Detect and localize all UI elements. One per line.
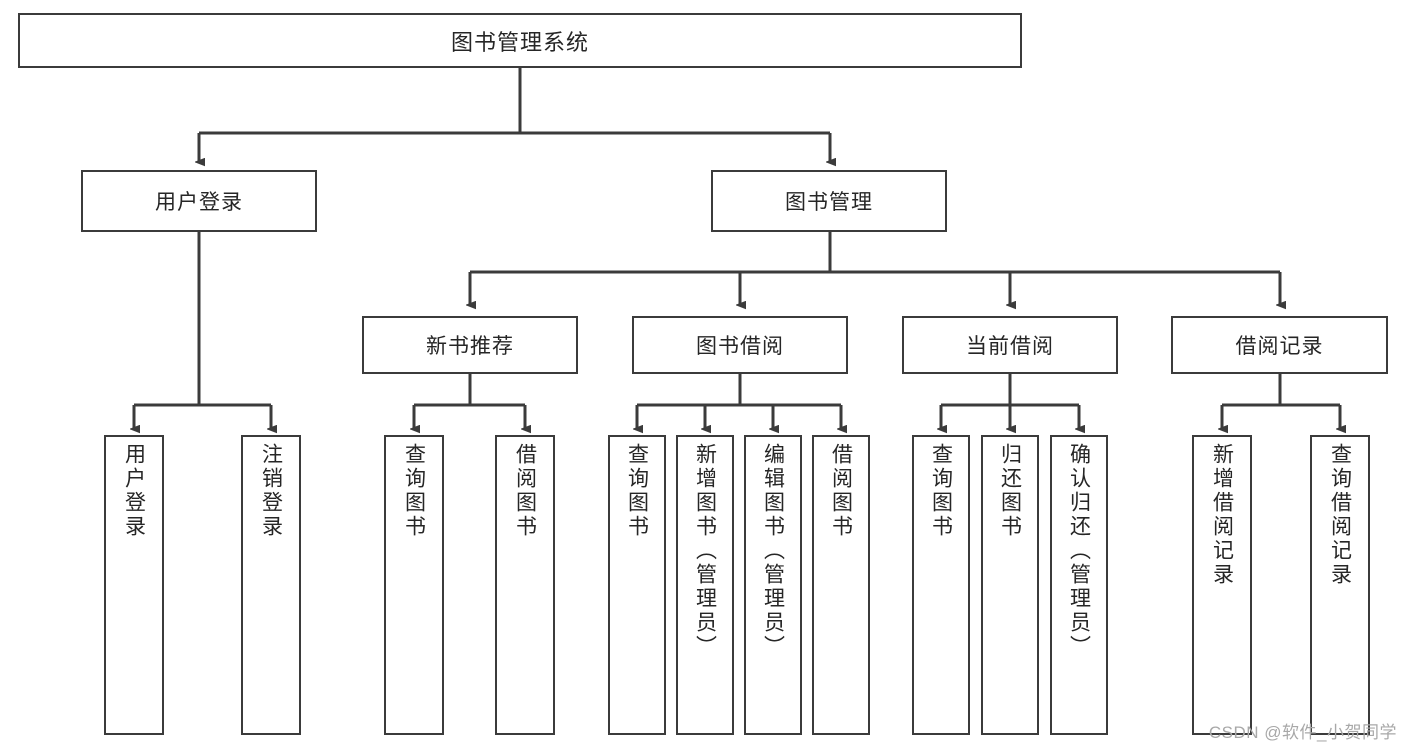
node-borrow-record[interactable]: 借阅记录 — [1171, 316, 1388, 374]
leaf-edit-book-admin-label: 编辑图书（管理员） — [761, 443, 785, 659]
node-current-borrow[interactable]: 当前借阅 — [902, 316, 1118, 374]
node-new-book-recommend-label: 新书推荐 — [426, 335, 514, 358]
leaf-borrow-book-borrow-label: 借阅图书 — [829, 443, 853, 539]
node-root-system[interactable]: 图书管理系统 — [18, 13, 1022, 68]
leaf-add-book-admin[interactable]: 新增图书（管理员） — [676, 435, 734, 735]
node-root-system-label: 图书管理系统 — [450, 29, 589, 55]
node-current-borrow-label: 当前借阅 — [966, 335, 1054, 358]
leaf-query-book-borrow-label: 查询图书 — [625, 443, 649, 539]
leaf-query-book-recommend-label: 查询图书 — [402, 443, 426, 539]
node-user-login[interactable]: 用户登录 — [81, 170, 317, 232]
leaf-user-login-label: 用户登录 — [122, 443, 146, 539]
leaf-borrow-book-recommend[interactable]: 借阅图书 — [495, 435, 555, 735]
leaf-query-book-borrow[interactable]: 查询图书 — [608, 435, 666, 735]
leaf-user-login[interactable]: 用户登录 — [104, 435, 164, 735]
node-borrow-record-label: 借阅记录 — [1235, 335, 1324, 358]
leaf-confirm-return-admin[interactable]: 确认归还（管理员） — [1050, 435, 1108, 735]
leaf-confirm-return-admin-label: 确认归还（管理员） — [1067, 443, 1091, 659]
leaf-return-book-label: 归还图书 — [998, 443, 1022, 539]
node-book-borrow[interactable]: 图书借阅 — [632, 316, 848, 374]
node-book-manage[interactable]: 图书管理 — [711, 170, 947, 232]
leaf-query-book-current-label: 查询图书 — [929, 443, 953, 539]
leaf-add-borrow-record[interactable]: 新增借阅记录 — [1192, 435, 1252, 735]
leaf-query-borrow-record-label: 查询借阅记录 — [1328, 443, 1352, 587]
leaf-logout[interactable]: 注销登录 — [241, 435, 301, 735]
node-user-login-label: 用户登录 — [155, 191, 243, 214]
leaf-query-book-recommend[interactable]: 查询图书 — [384, 435, 444, 735]
leaf-borrow-book-borrow[interactable]: 借阅图书 — [812, 435, 870, 735]
leaf-edit-book-admin[interactable]: 编辑图书（管理员） — [744, 435, 802, 735]
csdn-watermark: CSDN @软件_小贺同学 — [1208, 723, 1397, 742]
node-book-borrow-label: 图书借阅 — [696, 335, 784, 358]
leaf-borrow-book-recommend-label: 借阅图书 — [513, 443, 537, 539]
leaf-add-book-admin-label: 新增图书（管理员） — [693, 443, 717, 659]
node-book-manage-label: 图书管理 — [785, 191, 873, 214]
node-new-book-recommend[interactable]: 新书推荐 — [362, 316, 578, 374]
leaf-add-borrow-record-label: 新增借阅记录 — [1210, 443, 1234, 587]
leaf-logout-label: 注销登录 — [259, 443, 283, 539]
leaf-query-borrow-record[interactable]: 查询借阅记录 — [1310, 435, 1370, 735]
leaf-return-book[interactable]: 归还图书 — [981, 435, 1039, 735]
leaf-query-book-current[interactable]: 查询图书 — [912, 435, 970, 735]
